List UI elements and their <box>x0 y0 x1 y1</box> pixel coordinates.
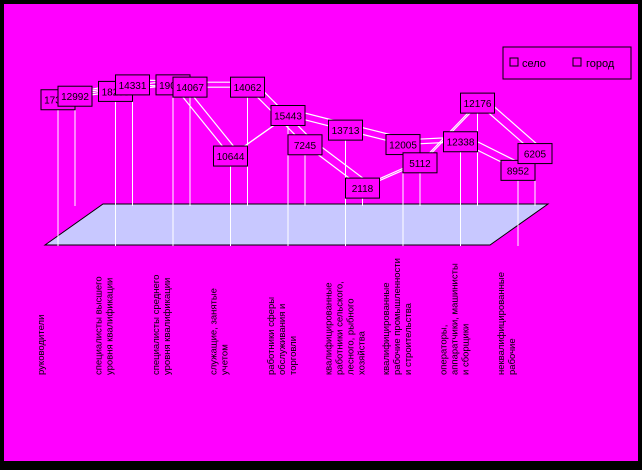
value-label: 13713 <box>328 119 363 141</box>
value-labels: 1730818295190701064415443137131200512338… <box>40 74 553 199</box>
category-label: специалисты высшегоуровня квалификации <box>94 276 116 375</box>
value-label-text: 14067 <box>176 83 204 94</box>
value-label: 14062 <box>230 76 265 98</box>
value-label-text: 14062 <box>234 83 262 94</box>
legend-swatch-gorod <box>572 57 582 67</box>
value-label-box <box>402 152 438 174</box>
category-label: квалифицированныерабочие промышленностии… <box>381 258 414 375</box>
floor-plate <box>43 203 550 246</box>
value-label-box <box>517 143 553 165</box>
category-label: руководители <box>36 315 47 375</box>
category-label: неквалифицированныерабочие <box>496 272 518 375</box>
value-label: 12338 <box>443 131 478 153</box>
legend-box <box>502 46 632 80</box>
category-label: специалисты среднегоуровня квалификации <box>151 275 173 375</box>
category-label: служащие, занятыеучетом <box>209 288 231 375</box>
value-label: 12005 <box>385 134 421 156</box>
value-label-box <box>115 74 150 96</box>
value-label: 5112 <box>402 152 438 174</box>
value-label-box <box>287 134 323 156</box>
category-label: работники сферыобслуживания иторговли <box>266 297 299 375</box>
category-label: квалифицированныеработники сельского,лес… <box>324 281 368 375</box>
value-label-text: 8952 <box>507 166 530 177</box>
value-label-box <box>172 76 208 98</box>
value-label: 14067 <box>172 76 208 98</box>
value-label-text: 12176 <box>464 99 492 110</box>
value-label-text: 14331 <box>119 81 147 92</box>
value-label-text: 7245 <box>294 141 317 152</box>
value-label-box <box>213 145 248 167</box>
value-label: 7245 <box>287 134 323 156</box>
value-label: 12992 <box>57 85 93 107</box>
value-label-box <box>328 119 363 141</box>
value-label-text: 6205 <box>524 150 547 161</box>
value-label-box <box>443 131 478 153</box>
value-label-box <box>230 76 265 98</box>
chart-floor <box>43 203 550 246</box>
value-label-text: 15443 <box>274 112 302 123</box>
value-label-text: 13713 <box>332 126 360 137</box>
value-label: 2118 <box>345 177 380 199</box>
value-label-text: 12338 <box>447 138 475 149</box>
legend-label-gorod: город <box>586 58 615 70</box>
value-label-text: 10644 <box>217 152 245 163</box>
value-label: 10644 <box>213 145 248 167</box>
value-label-text: 5112 <box>409 159 431 170</box>
value-label-text: 2118 <box>352 184 374 195</box>
legend-label-selo: село <box>522 58 546 70</box>
value-label: 12176 <box>460 92 495 114</box>
value-label-text: 12992 <box>61 92 89 103</box>
value-label: 15443 <box>270 105 306 127</box>
value-label-box <box>270 105 306 127</box>
legend: село город <box>502 46 632 80</box>
value-label-box <box>345 177 380 199</box>
value-label-text: 12005 <box>389 141 417 152</box>
legend-swatch-selo <box>509 57 519 67</box>
value-label-box <box>57 85 93 107</box>
category-labels: руководители специалисты высшегоуровня кв… <box>36 258 518 375</box>
value-label: 6205 <box>517 143 553 165</box>
value-label: 14331 <box>115 74 150 96</box>
category-label: операторы,аппаратчики, машинистыи сборщи… <box>439 263 472 375</box>
value-label-box <box>460 92 495 114</box>
